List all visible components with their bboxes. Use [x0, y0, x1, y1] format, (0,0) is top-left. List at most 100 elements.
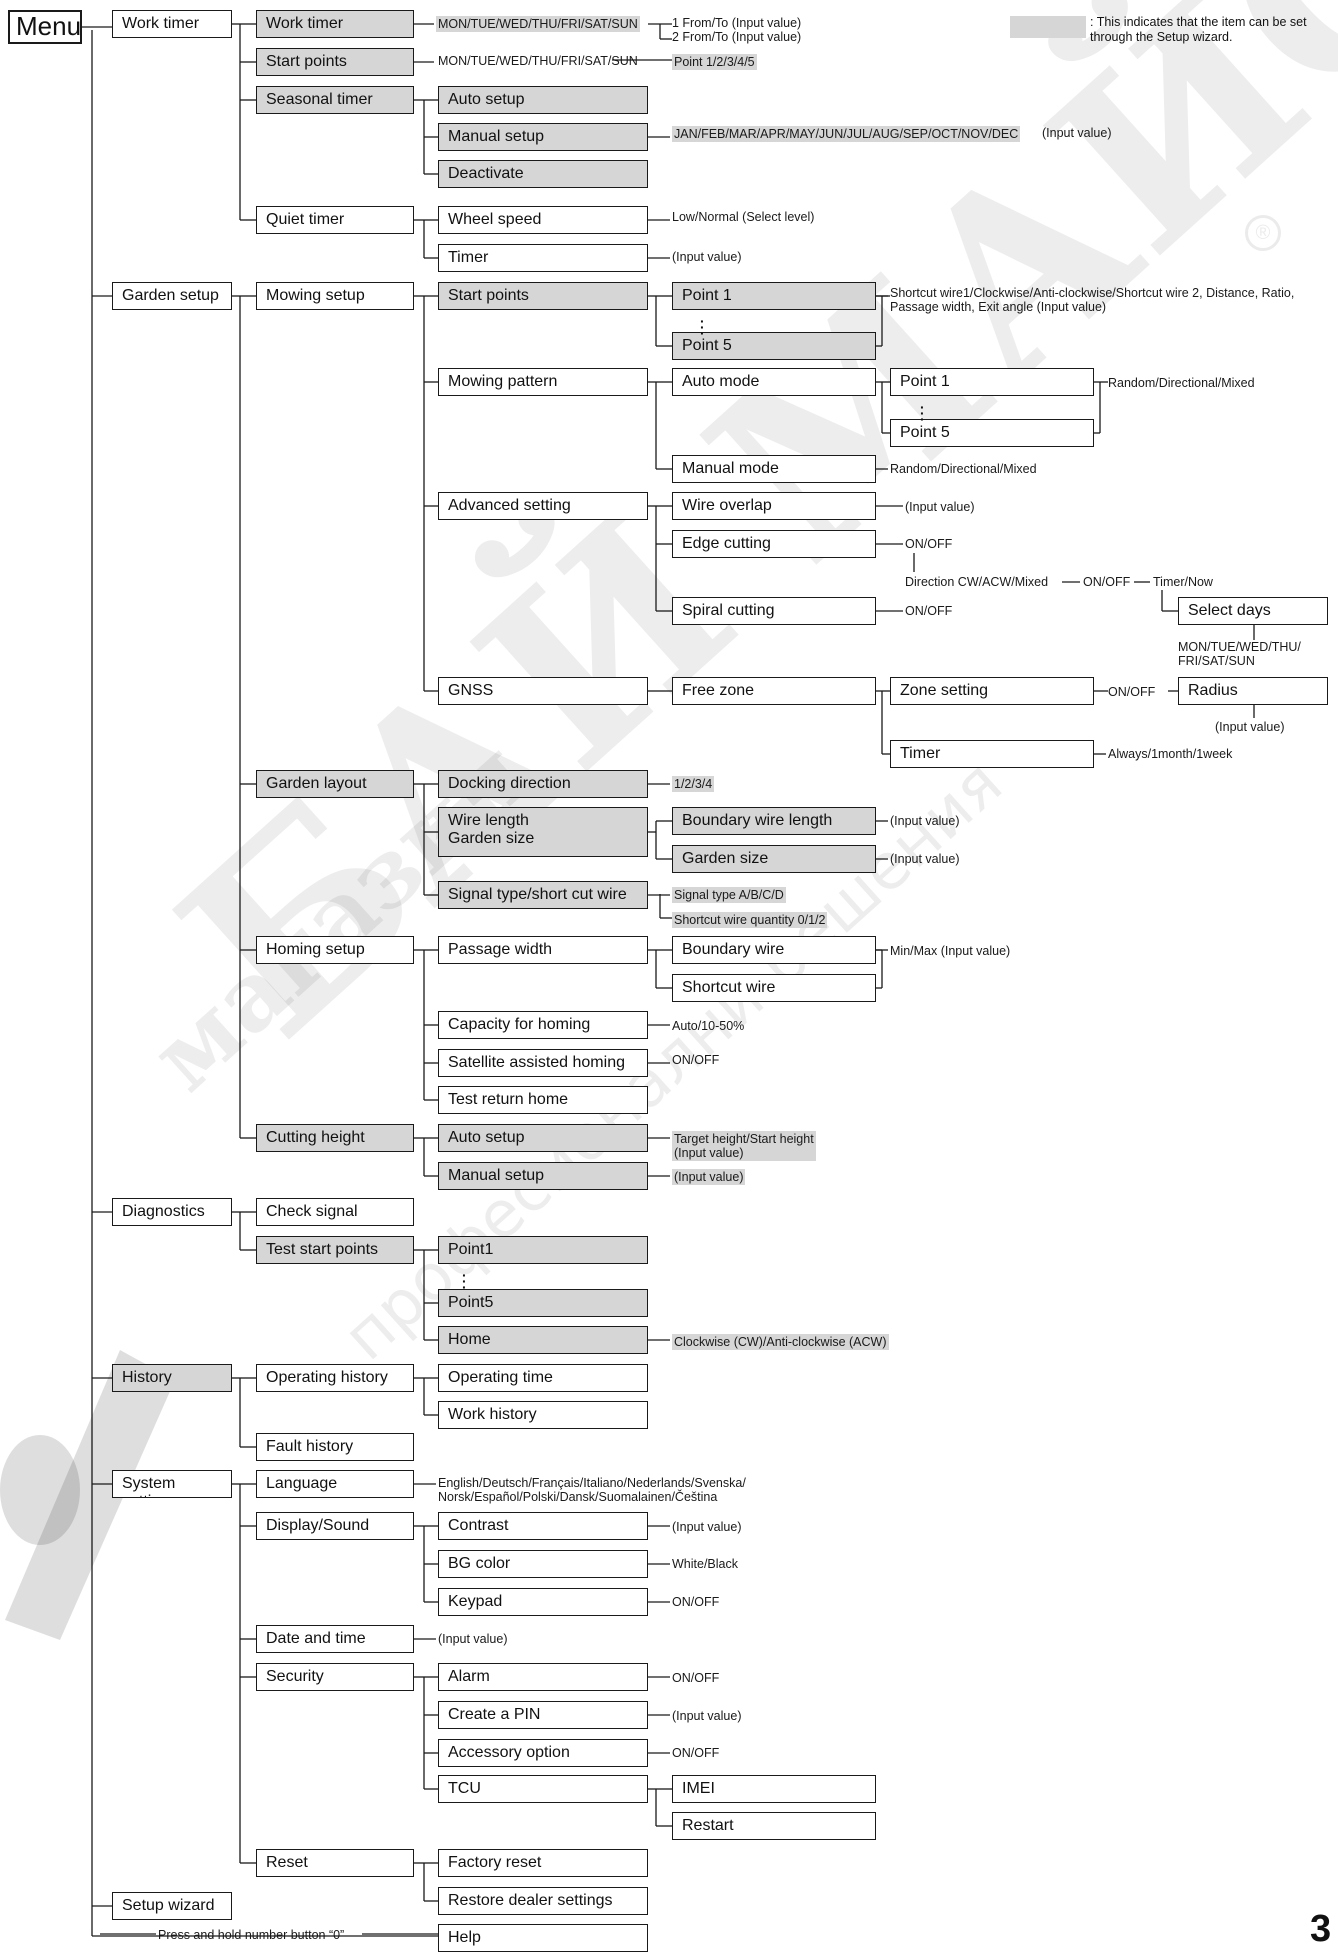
option-note-n-sp-days: MON/TUE/WED/THU/FRI/SAT/SUN [438, 54, 638, 68]
menu-item-st-auto-setup: Auto setup [438, 86, 648, 114]
menu-item-dg-check-signal: Check signal [256, 1198, 414, 1226]
menu-item-gl-wire-length: Wire length Garden size [438, 807, 648, 857]
menu-item-ss-security: Security [256, 1663, 414, 1691]
option-note-n-manual-mode: Random/Directional/Mixed [890, 462, 1037, 476]
option-note-n-accessory: ON/OFF [672, 1746, 720, 1760]
menu-item-hs-capacity: Capacity for homing [438, 1011, 648, 1039]
menu-item-wl-garden-size: Garden size [672, 845, 876, 873]
menu-item-tsp-point1: Point1 [438, 1236, 648, 1264]
menu-item-pw-boundary-wire: Boundary wire [672, 936, 876, 964]
menu-item-ms-point5: Point 5 [672, 332, 876, 360]
menu-item-sc-select-days: Select days [1178, 597, 1328, 625]
menu-item-gs-cutting-height: Cutting height [256, 1124, 414, 1152]
menu-item-wl-boundary-wire-length: Boundary wire length [672, 807, 876, 835]
option-note-n-start-points: Shortcut wire1/Clockwise/Anti-clockwise/… [890, 286, 1295, 314]
menu-item-mp-manual-mode: Manual mode [672, 455, 876, 483]
menu-item-hs-passage-width: Passage width [438, 936, 648, 964]
option-note-n-select-days: MON/TUE/WED/THU/ FRI/SAT/SUN [1178, 640, 1301, 668]
menu-item-se-accessory: Accessory option [438, 1739, 648, 1767]
option-note-n-radius-input: (Input value) [1215, 720, 1285, 734]
menu-item-zs-radius: Radius [1178, 677, 1328, 705]
menu-item-rs-restore-dealer: Restore dealer settings [438, 1887, 648, 1915]
option-note-n-fz-timer: Always/1month/1week [1108, 747, 1233, 761]
option-note-n-contrast: (Input value) [672, 1520, 742, 1534]
page-number: 3 [1310, 1908, 1332, 1950]
mascot-watermark [0, 1350, 175, 1640]
option-note-n-edge-onoff: ON/OFF [905, 537, 953, 551]
menu-item-am-point1: Point 1 [890, 368, 1094, 396]
menu-item-pw-shortcut-wire: Shortcut wire [672, 974, 876, 1002]
menu-item-l1-garden-setup: Garden setup [112, 282, 232, 310]
menu-item-oh-work-history: Work history [438, 1401, 648, 1429]
option-note-n-wt-days: MON/TUE/WED/THU/FRI/SAT/SUN [436, 16, 640, 32]
option-note-n-months: JAN/FEB/MAR/APR/MAY/JUN/JUL/AUG/SEP/OCT/… [672, 126, 1021, 142]
registered-mark-watermark: ® [1245, 215, 1281, 251]
menu-item-as-edge-cutting: Edge cutting [672, 530, 876, 558]
option-note-n-spiral-onoff: ON/OFF [905, 604, 953, 618]
menu-item-ds-keypad: Keypad [438, 1588, 648, 1616]
menu-item-se-alarm: Alarm [438, 1663, 648, 1691]
option-note-n-bwl-input: (Input value) [890, 814, 960, 828]
option-note-n-bg-color: White/Black [672, 1557, 738, 1571]
option-note-n-capacity: Auto/10-50% [672, 1019, 745, 1033]
ellipsis-dots: · · · [920, 399, 925, 427]
menu-item-ds-bg-color: BG color [438, 1550, 648, 1578]
option-note-n-wheel-speed: Low/Normal (Select level) [672, 210, 815, 224]
menu-item-mp-auto-mode: Auto mode [672, 368, 876, 396]
menu-item-gl-docking-direction: Docking direction [438, 770, 648, 798]
menu-item-fz-timer: Timer [890, 740, 1094, 768]
menu-item-gl-signal-type: Signal type/short cut wire [438, 881, 648, 909]
menu-item-l1-system-settings: System settings [112, 1470, 232, 1498]
menu-item-tcu-restart: Restart [672, 1812, 876, 1840]
menu-item-st-deactivate: Deactivate [438, 160, 648, 188]
menu-item-ms-gnss: GNSS [438, 677, 648, 705]
option-note-n-press-hold: Press and hold number button “0” [158, 1928, 345, 1942]
menu-item-st-manual-setup: Manual setup [438, 123, 648, 151]
menu-item-ms-point1: Point 1 [672, 282, 876, 310]
menu-item-hs-test-return: Test return home [438, 1086, 648, 1114]
menu-item-tsp-point5: Point5 [438, 1289, 648, 1317]
option-note-n-alarm: ON/OFF [672, 1671, 720, 1685]
menu-item-l1-diagnostics: Diagnostics [112, 1198, 232, 1226]
option-note-n-zone-onoff: ON/OFF [1108, 685, 1156, 699]
legend-text: : This indicates that the item can be se… [1090, 15, 1307, 44]
option-note-n-wt-from-to: 1 From/To (Input value) 2 From/To (Input… [672, 16, 802, 44]
option-note-n-signal-type: Signal type A/B/C/D [672, 887, 786, 903]
menu-item-qt-timer: Timer [438, 244, 648, 272]
option-note-n-home-dir: Clockwise (CW)/Anti-clockwise (ACW) [672, 1334, 889, 1350]
menu-item-gs-garden-layout: Garden layout [256, 770, 414, 798]
menu-item-tcu-imei: IMEI [672, 1775, 876, 1803]
menu-item-l1-setup-wizard: Setup wizard [112, 1892, 232, 1920]
option-note-n-pin: (Input value) [672, 1709, 742, 1723]
option-note-n-qt-timer: (Input value) [672, 250, 742, 264]
option-note-n-docking: 1/2/3/4 [672, 776, 715, 792]
menu-item-ss-language: Language [256, 1470, 414, 1498]
option-note-n-auto-mode: Random/Directional/Mixed [1108, 376, 1255, 390]
menu-item-ss-date-time: Date and time [256, 1625, 414, 1653]
menu-item-gs-mowing-setup: Mowing setup [256, 282, 414, 310]
option-note-n-manual-height: (Input value) [672, 1169, 746, 1185]
menu-item-ss-reset: Reset [256, 1849, 414, 1877]
menu-item-ds-contrast: Contrast [438, 1512, 648, 1540]
option-note-n-months-input: (Input value) [1042, 126, 1112, 140]
option-note-n-timer-now: Timer/Now [1153, 575, 1213, 589]
option-note-n-target-height: Target height/Start height (Input value) [672, 1131, 816, 1161]
option-note-n-satellite: ON/OFF [672, 1053, 720, 1067]
option-note-n-sp-points: Point 1/2/3/4/5 [672, 54, 757, 70]
option-note-n-shortcut-qty: Shortcut wire quantity 0/1/2 [672, 912, 828, 928]
menu-item-l1-work-timer: Work timer [112, 10, 232, 38]
menu-item-wt-quiet-timer: Quiet timer [256, 206, 414, 234]
menu-item-se-create-pin: Create a PIN [438, 1701, 648, 1729]
menu-item-dg-test-start-points: Test start points [256, 1236, 414, 1264]
menu-item-as-wire-overlap: Wire overlap [672, 492, 876, 520]
menu-item-ms-start-points: Start points [438, 282, 648, 310]
menu-item-qt-wheel-speed: Wheel speed [438, 206, 648, 234]
option-note-n-dir-onoff: ON/OFF [1083, 575, 1131, 589]
menu-item-ms-mowing-pattern: Mowing pattern [438, 368, 648, 396]
menu-item-l1-history: History [112, 1364, 232, 1392]
menu-item-wt-work-timer: Work timer [256, 10, 414, 38]
menu-item-ch-manual-setup: Manual setup [438, 1162, 648, 1190]
option-note-n-minmax: Min/Max (Input value) [890, 944, 1011, 958]
menu-item-fz-zone-setting: Zone setting [890, 677, 1094, 705]
